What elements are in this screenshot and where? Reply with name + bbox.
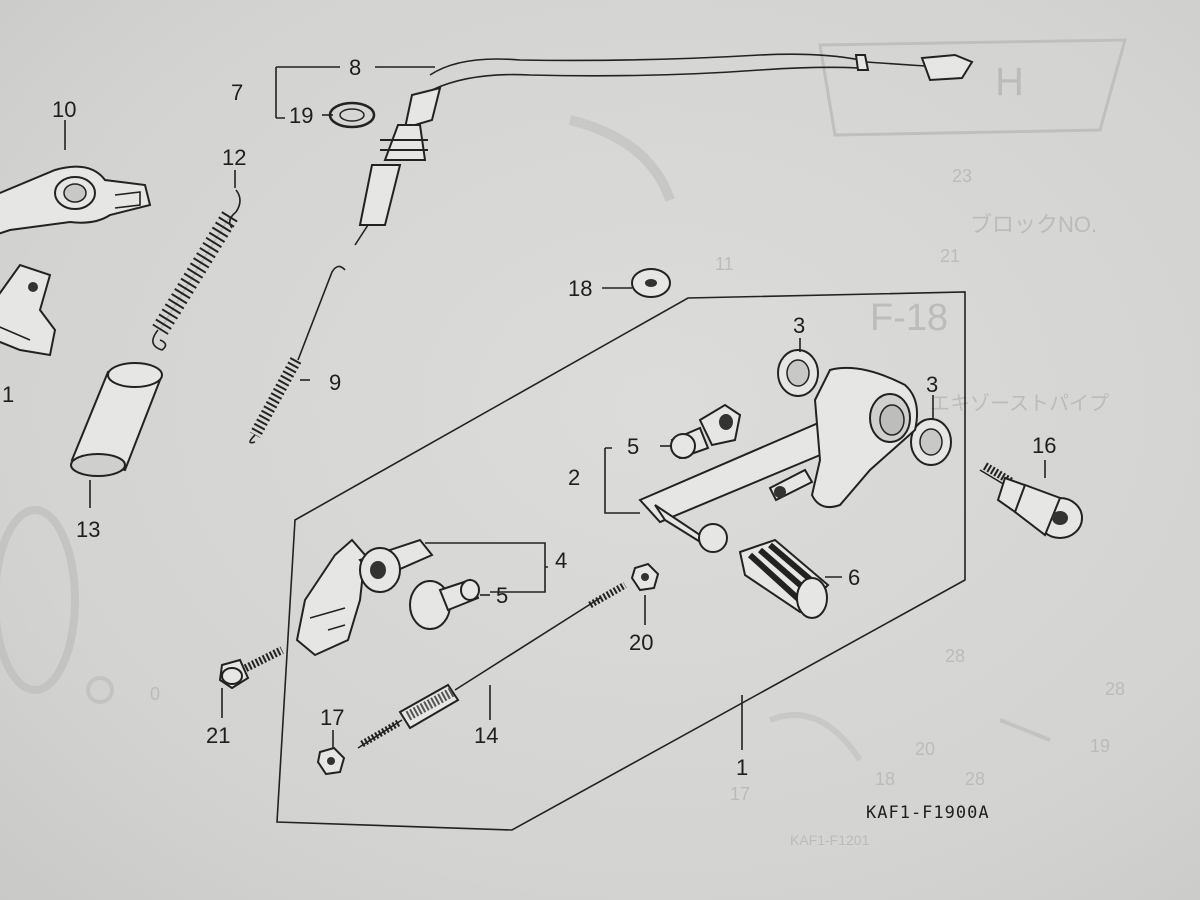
pedal-pivot-bolt: [979, 462, 1083, 539]
pedal-rubber: [738, 538, 830, 619]
ghost-num-19: 19: [1090, 736, 1110, 756]
callout-1: 1: [736, 755, 748, 780]
ghost-num-20: 20: [915, 739, 935, 759]
ghost-num-17: 17: [730, 784, 750, 804]
dust-seal-lower: [910, 418, 952, 466]
brake-pivot-bracket: [0, 263, 57, 357]
lock-washer: [328, 101, 376, 129]
ghost-page-id: F-18: [870, 297, 948, 339]
callout-3-lower: 3: [926, 372, 938, 397]
bleed-through-layer: H 23 ブロックNO. 21 11 F-18 エキゾーストパイプ 28 28 …: [0, 38, 1127, 848]
flange-bolt: [218, 646, 284, 690]
callout-5-upper: 5: [627, 434, 639, 459]
callout-17: 17: [320, 705, 344, 730]
lock-nut-upper: [630, 562, 660, 592]
thin-return-spring: [249, 265, 346, 444]
washer: [631, 268, 671, 298]
callout-10: 10: [52, 97, 76, 122]
ghost-num-28c: 28: [965, 769, 985, 789]
ghost-num-28a: 28: [945, 646, 965, 666]
callout-1-left: 1: [2, 382, 14, 407]
ghost-num-0: 0: [150, 684, 160, 704]
ghost-num-21: 21: [940, 246, 960, 266]
dust-seal-upper: [777, 349, 819, 397]
callout-20: 20: [629, 630, 653, 655]
callout-13: 13: [76, 517, 100, 542]
lock-nut-lower: [316, 746, 346, 776]
assembly-group-outline: [276, 291, 966, 831]
callout-18: 18: [568, 276, 592, 301]
ghost-num-23: 23: [952, 166, 972, 186]
callout-3-upper: 3: [793, 313, 805, 338]
ghost-num-28b: 28: [1105, 679, 1125, 699]
callout-6: 6: [848, 565, 860, 590]
callout-12: 12: [222, 145, 246, 170]
ghost-block-no: ブロックNO.: [970, 212, 1097, 237]
diagram-code: KAF1-F1900A: [866, 803, 990, 823]
shift-joint-arm: [295, 538, 434, 657]
ghost-num-18: 18: [875, 769, 895, 789]
rear-brake-light-switch: [354, 53, 974, 246]
callout-21: 21: [206, 723, 230, 748]
callout-labels: 7 8 19 10 12 9 1 13 18 3 3 5 2 16 4 6 5 …: [2, 55, 1056, 780]
callout-8: 8: [349, 55, 361, 80]
pivot-collar: [70, 362, 163, 477]
leader-lines: [64, 66, 1046, 750]
joint-bolt-upper: [670, 403, 742, 460]
callout-19: 19: [289, 103, 313, 128]
callout-9: 9: [329, 370, 341, 395]
ghost-exhaust-pipe: エキゾーストパイプ: [930, 392, 1109, 415]
joint-bolt-lower: [409, 578, 480, 630]
callout-5-lower: 5: [496, 583, 508, 608]
gear-change-pedal: [638, 366, 918, 553]
ghost-code: KAF1-F1201: [790, 832, 870, 848]
shift-tie-rod: [357, 581, 627, 749]
ghost-num-11: 11: [715, 254, 734, 274]
ghost-letter-h: H: [995, 60, 1024, 104]
callout-14: 14: [474, 723, 498, 748]
callout-2: 2: [568, 465, 580, 490]
callout-16: 16: [1032, 433, 1056, 458]
callout-7: 7: [231, 80, 243, 105]
return-spring: [152, 189, 241, 351]
callout-4: 4: [555, 548, 567, 573]
brake-pedal-arm: [0, 165, 152, 235]
